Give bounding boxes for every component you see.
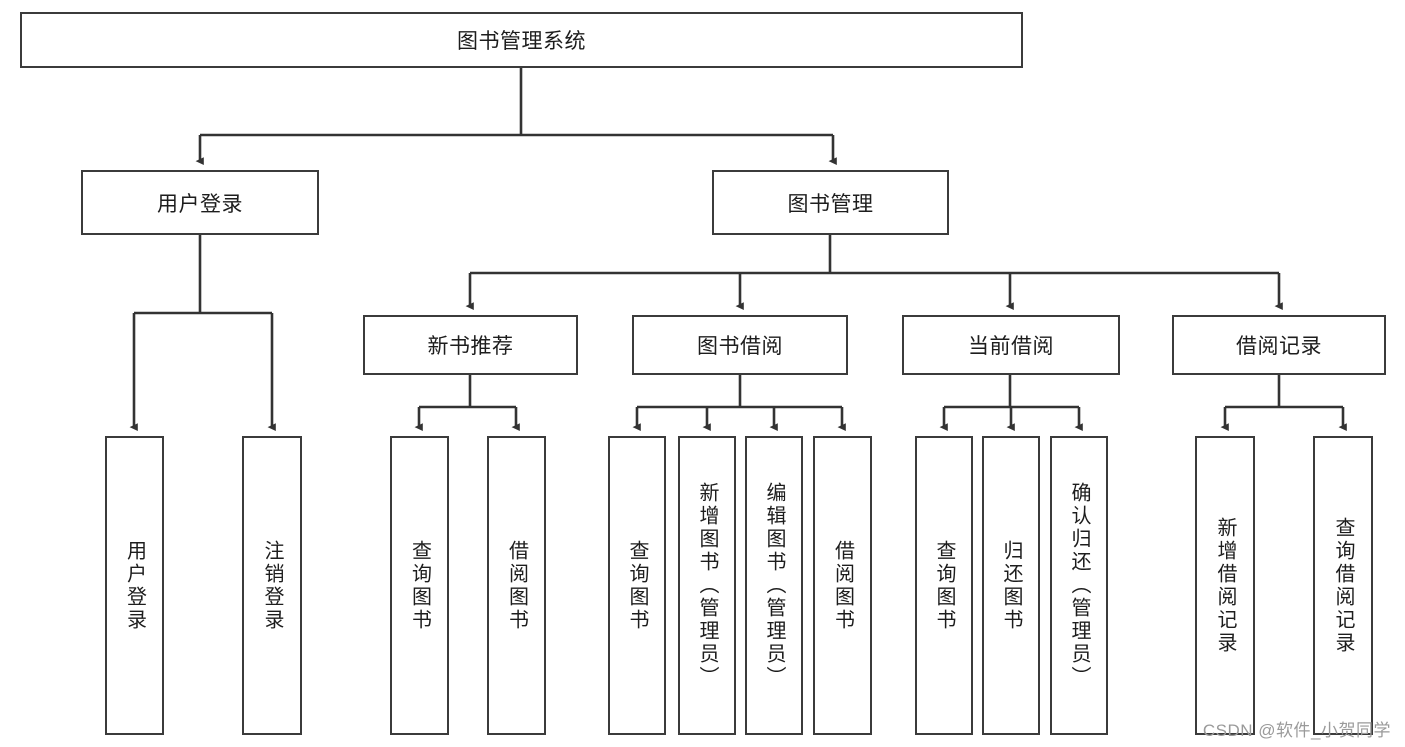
node-borrow-records[interactable]: 借阅记录 bbox=[1172, 315, 1386, 375]
node-current-borrow-label: 当前借阅 bbox=[968, 335, 1054, 358]
node-book-borrow[interactable]: 图书借阅 bbox=[632, 315, 848, 375]
node-book-management-label: 图书管理 bbox=[787, 192, 874, 216]
node-new-book-recommend[interactable]: 新书推荐 bbox=[363, 315, 578, 375]
leaf-logout[interactable]: 注销登录 bbox=[242, 436, 302, 735]
node-user-login-label: 用户登录 bbox=[157, 192, 243, 216]
node-user-login[interactable]: 用户登录 bbox=[81, 170, 319, 235]
leaf-add-book-admin-label: 新增图书（管理员） bbox=[696, 482, 718, 689]
leaf-logout-label: 注销登录 bbox=[261, 539, 283, 632]
leaf-query-books-borrow[interactable]: 查询图书 bbox=[608, 436, 666, 735]
leaf-lend-books-label: 借阅图书 bbox=[831, 539, 854, 632]
node-new-book-recommend-label: 新书推荐 bbox=[427, 335, 514, 358]
leaf-query-books-current[interactable]: 查询图书 bbox=[915, 436, 973, 735]
leaf-query-books-new-label: 查询图书 bbox=[408, 539, 431, 632]
leaf-edit-book-admin[interactable]: 编辑图书（管理员） bbox=[745, 436, 803, 735]
leaf-query-books-new[interactable]: 查询图书 bbox=[390, 436, 449, 735]
leaf-query-books-borrow-label: 查询图书 bbox=[626, 539, 648, 632]
leaf-return-books[interactable]: 归还图书 bbox=[982, 436, 1040, 735]
node-book-borrow-label: 图书借阅 bbox=[697, 335, 783, 358]
leaf-return-books-label: 归还图书 bbox=[1000, 539, 1022, 632]
leaf-query-books-current-label: 查询图书 bbox=[933, 539, 955, 632]
node-root-label: 图书管理系统 bbox=[457, 30, 586, 53]
leaf-borrow-books-new-label: 借阅图书 bbox=[505, 539, 528, 632]
leaf-confirm-return-admin-label: 确认归还（管理员） bbox=[1068, 482, 1090, 689]
leaf-user-login[interactable]: 用户登录 bbox=[105, 436, 164, 735]
leaf-edit-book-admin-label: 编辑图书（管理员） bbox=[763, 482, 785, 689]
node-borrow-records-label: 借阅记录 bbox=[1236, 335, 1322, 358]
leaf-add-borrow-record[interactable]: 新增借阅记录 bbox=[1195, 436, 1255, 735]
leaf-confirm-return-admin[interactable]: 确认归还（管理员） bbox=[1050, 436, 1108, 735]
node-root[interactable]: 图书管理系统 bbox=[20, 12, 1023, 68]
leaf-lend-books[interactable]: 借阅图书 bbox=[813, 436, 872, 735]
node-current-borrow[interactable]: 当前借阅 bbox=[902, 315, 1120, 375]
leaf-add-borrow-record-label: 新增借阅记录 bbox=[1214, 516, 1236, 655]
leaf-query-borrow-record[interactable]: 查询借阅记录 bbox=[1313, 436, 1373, 735]
csdn-watermark: CSDN @软件_小贺同学 bbox=[1202, 721, 1391, 740]
leaf-query-borrow-record-label: 查询借阅记录 bbox=[1332, 516, 1354, 655]
leaf-add-book-admin[interactable]: 新增图书（管理员） bbox=[678, 436, 736, 735]
leaf-user-login-label: 用户登录 bbox=[123, 539, 146, 632]
leaf-borrow-books-new[interactable]: 借阅图书 bbox=[487, 436, 546, 735]
node-book-management[interactable]: 图书管理 bbox=[712, 170, 949, 235]
